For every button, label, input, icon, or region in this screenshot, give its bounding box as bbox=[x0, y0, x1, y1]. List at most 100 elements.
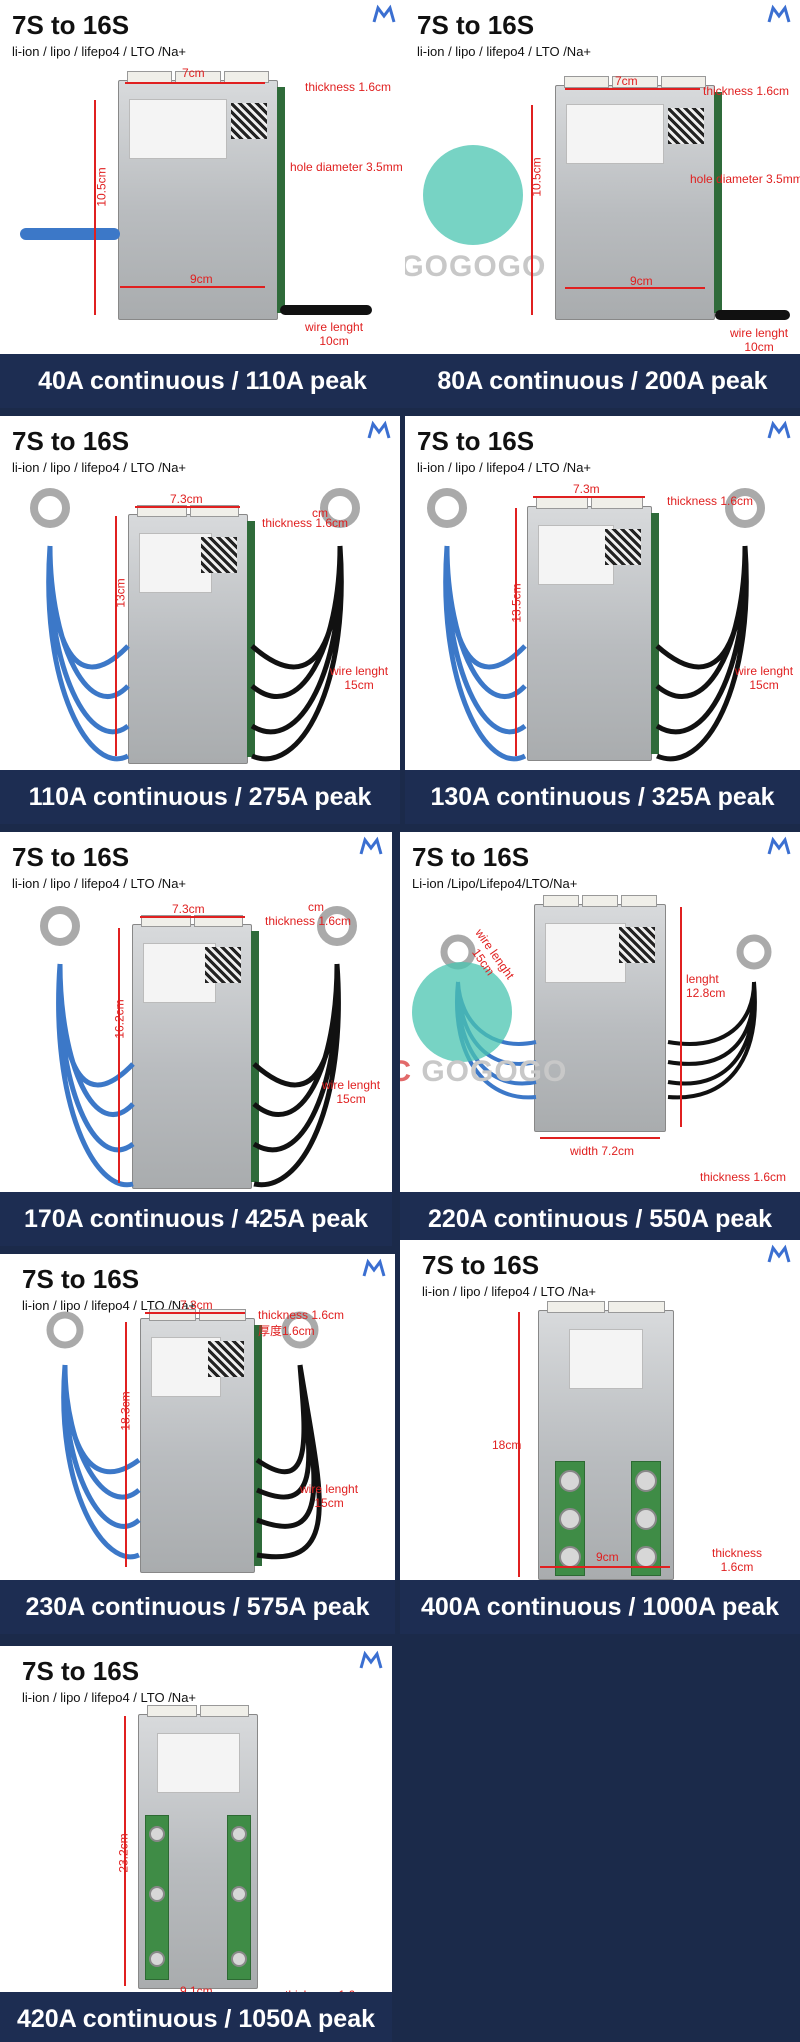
bms-board bbox=[132, 915, 259, 1189]
rating-banner: 230A continuous / 575A peak bbox=[0, 1580, 395, 1634]
black-wires bbox=[667, 934, 772, 1100]
panel-subtitle: li-ion / lipo / lifepo4 / LTO /Na+ bbox=[417, 460, 592, 475]
height-label: 23.2cm bbox=[116, 1833, 131, 1873]
width-label: width 7.2cm bbox=[570, 1144, 635, 1158]
rating-banner: 40A continuous / 110A peak bbox=[0, 354, 405, 408]
rating-banner: 400A continuous / 1000A peak bbox=[400, 1580, 800, 1634]
panel-subtitle: li-ion / lipo / lifepo4 / LTO /Na+ bbox=[422, 1284, 597, 1299]
rating-banner: 130A continuous / 325A peak bbox=[405, 770, 800, 824]
wire-length-label: wire lenght 15cm bbox=[330, 664, 389, 692]
panel-title: 7S to 16S bbox=[12, 842, 130, 872]
thickness-cn-label: 厚度1.6cm bbox=[258, 1324, 315, 1338]
wire-length-label: wire lenght 15cm bbox=[322, 1078, 381, 1106]
bms-board bbox=[140, 1309, 262, 1573]
height-label: 18.3cm bbox=[118, 1391, 133, 1431]
thickness-label: thickness 1.6cm bbox=[258, 1308, 345, 1322]
panel-title: 7S to 16S bbox=[412, 842, 530, 872]
panel-title: 7S to 16S bbox=[22, 1656, 140, 1686]
thickness-label: thickness 1.6cm bbox=[262, 516, 349, 530]
product-panel-130a: 7S to 16S li-ion / lipo / lifepo4 / LTO … bbox=[405, 416, 800, 824]
product-panel-80a: 7S to 16S li-ion / lipo / lifepo4 / LTO … bbox=[405, 0, 800, 408]
height-label: 18cm bbox=[492, 1438, 522, 1452]
hole-label: hole diameter 3.5mm bbox=[290, 160, 403, 174]
width-label: 9cm bbox=[596, 1550, 619, 1564]
panel-title: 7S to 16S bbox=[12, 426, 130, 456]
product-panel-170a: 7S to 16S li-ion / lipo / lifepo4 / LTO … bbox=[0, 832, 392, 1246]
blue-wires bbox=[40, 906, 135, 1188]
wire-length-label: wire lenght 15cm bbox=[735, 664, 794, 692]
blue-wire bbox=[20, 228, 120, 240]
product-panel-230a: 7S to 16S li-ion / lipo / lifepo4 / LTO … bbox=[0, 1254, 395, 1634]
rating-banner: 80A continuous / 200A peak bbox=[405, 354, 800, 408]
thickness-label: thickness 1.6cm bbox=[265, 914, 352, 928]
bms-board bbox=[118, 71, 285, 320]
brand-logo-icon bbox=[767, 836, 791, 855]
width-label: 7.3cm bbox=[172, 902, 205, 916]
product-panel-40a: 7S to 16S li-ion / lipo / lifepo4 / LTO … bbox=[0, 0, 405, 408]
thickness-label: thickness 1.6cm bbox=[667, 494, 754, 508]
black-wires bbox=[250, 488, 360, 762]
rating-banner: 170A continuous / 425A peak bbox=[0, 1192, 392, 1246]
brand-logo-icon bbox=[372, 4, 396, 23]
thickness-label: thickness 1.6cm bbox=[700, 1170, 787, 1184]
wire-length-label: wire lenght 15cm bbox=[300, 1482, 359, 1510]
panel-subtitle: li-ion / lipo / lifepo4 / LTO /Na+ bbox=[12, 44, 187, 59]
panel-subtitle: li-ion / lipo / lifepo4 / LTO /Na+ bbox=[12, 460, 187, 475]
height-label: 10.5cm bbox=[94, 167, 109, 207]
bms-board bbox=[527, 497, 659, 761]
height-label: lenght 12.8cm bbox=[686, 972, 726, 1000]
panel-title: 7S to 16S bbox=[417, 426, 535, 456]
brand-logo-icon bbox=[767, 420, 791, 439]
brand-logo-icon bbox=[767, 1244, 791, 1263]
width-label: 7.3m bbox=[573, 482, 600, 496]
panel-title: 7S to 16S bbox=[417, 10, 535, 40]
width-label: 7.3cm bbox=[170, 492, 203, 506]
thickness-label: thickness 1.6cm bbox=[712, 1546, 763, 1574]
panel-title: 7S to 16S bbox=[422, 1250, 540, 1280]
panel-subtitle: li-ion / lipo / lifepo4 / LTO /Na+ bbox=[417, 44, 592, 59]
width-label: 7cm bbox=[615, 74, 638, 88]
height-label: 13.5cm bbox=[509, 583, 524, 623]
bms-board bbox=[555, 76, 722, 320]
black-wires bbox=[655, 488, 765, 762]
width-label: 7.3cm bbox=[180, 1298, 213, 1312]
cm-label: cm bbox=[312, 506, 328, 520]
product-panel-400a: 7S to 16S li-ion / lipo / lifepo4 / LTO … bbox=[400, 1240, 800, 1634]
rating-banner: 110A continuous / 275A peak bbox=[0, 770, 400, 824]
black-wires bbox=[255, 1311, 322, 1560]
bottom-width-label: 9cm bbox=[630, 274, 653, 288]
cm-label: cm bbox=[308, 900, 324, 914]
blue-wires bbox=[427, 488, 527, 762]
watermark-text: IC GOGOGO bbox=[400, 1055, 568, 1088]
bms-board bbox=[538, 1301, 674, 1580]
bms-board bbox=[128, 505, 255, 764]
watermark-circle-icon bbox=[412, 962, 512, 1062]
height-label: 13cm bbox=[113, 578, 128, 608]
wire-length-label: wire lenght 10cm bbox=[730, 326, 789, 354]
brand-logo-icon bbox=[359, 1650, 383, 1669]
product-panel-110a: 7S to 16S li-ion / lipo / lifepo4 / LTO … bbox=[0, 416, 400, 824]
brand-logo-icon bbox=[367, 420, 391, 439]
watermark-circle-icon bbox=[423, 145, 523, 245]
bottom-width-label: 9cm bbox=[190, 272, 213, 286]
brand-logo-icon bbox=[359, 836, 383, 855]
blue-wires bbox=[46, 1311, 141, 1560]
panel-subtitle: Li-ion /Lipo/Lifepo4/LTO/Na+ bbox=[412, 876, 578, 891]
panel-subtitle: li-ion / lipo / lifepo4 / LTO /Na+ bbox=[12, 876, 187, 891]
blue-wires bbox=[30, 488, 130, 762]
height-label: 16.2cm bbox=[112, 999, 127, 1039]
height-label: 10.5cm bbox=[529, 157, 544, 197]
black-wire bbox=[280, 305, 372, 315]
thickness-label: thickness 1.6cm bbox=[703, 84, 790, 98]
black-wire bbox=[715, 310, 790, 320]
product-panel-220a: 7S to 16S Li-ion /Lipo/Lifepo4/LTO/Na+ I… bbox=[400, 832, 800, 1246]
panel-title: 7S to 16S bbox=[22, 1264, 140, 1294]
brand-logo-icon bbox=[362, 1258, 386, 1277]
watermark-text: IC GOGOGO bbox=[405, 250, 547, 283]
hole-label: hole diameter 3.5mm bbox=[690, 172, 800, 186]
panel-subtitle: li-ion / lipo / lifepo4 / LTO /Na+ bbox=[22, 1690, 197, 1705]
panel-title: 7S to 16S bbox=[12, 10, 130, 40]
thickness-label: thickness 1.6cm bbox=[305, 80, 392, 94]
product-panel-420a: 7S to 16S li-ion / lipo / lifepo4 / LTO … bbox=[0, 1646, 392, 2042]
black-wires bbox=[252, 906, 357, 1188]
